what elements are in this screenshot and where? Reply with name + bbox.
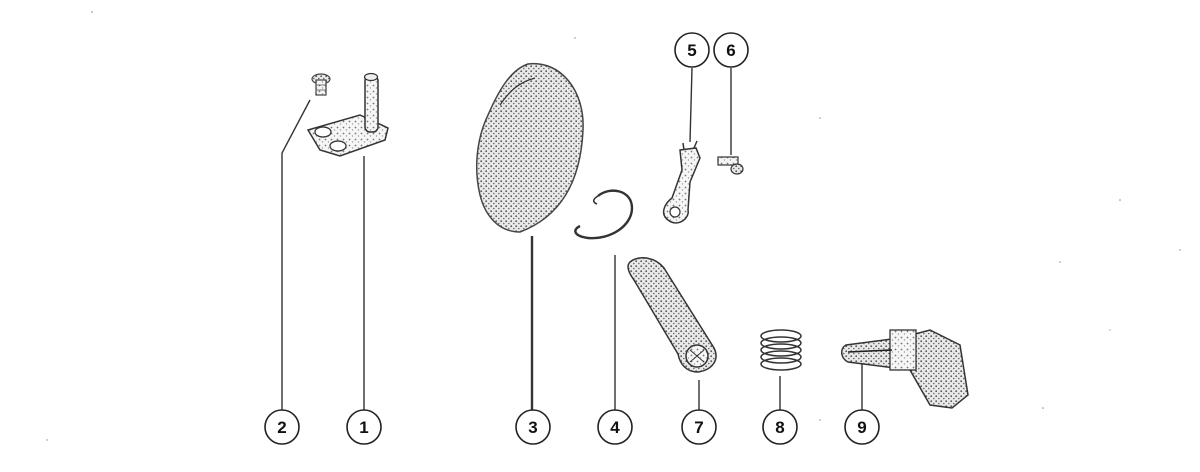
speckle-noise: [46, 11, 1181, 441]
callout-5: 5: [674, 32, 710, 68]
callout-group: 2 1 3 4 7 8 9 5 6: [264, 32, 880, 445]
part-2-screw: [311, 73, 331, 96]
callout-number: 4: [610, 418, 620, 437]
part-8-spring: [760, 329, 802, 371]
part-3-cover: [476, 62, 584, 233]
callout-circle: [762, 409, 798, 445]
part-4-clip: [574, 189, 634, 240]
callout-3: 3: [515, 409, 551, 445]
callout-number: 1: [359, 418, 368, 437]
callout-6: 6: [713, 32, 749, 68]
callout-2: 2: [264, 409, 300, 445]
callout-4: 4: [597, 409, 633, 445]
callout-circle: [681, 409, 717, 445]
callout-7: 7: [681, 409, 717, 445]
callout-number: 8: [775, 418, 784, 437]
leader-2: [281, 99, 311, 410]
part-9-clamp: [841, 329, 969, 409]
part-1-bracket-with-pin: [306, 72, 389, 157]
callout-circle: [346, 409, 382, 445]
callout-number: 7: [694, 418, 703, 437]
callout-number: 5: [687, 41, 696, 60]
callout-circle: [674, 32, 710, 68]
part-7-shaft: [627, 256, 717, 373]
callout-number: 9: [857, 418, 866, 437]
part-5-lever: [662, 140, 701, 224]
callout-number: 3: [528, 418, 537, 437]
callout-8: 8: [762, 409, 798, 445]
callout-number: 6: [726, 41, 735, 60]
callout-circle: [264, 409, 300, 445]
callout-circle: [515, 409, 551, 445]
callout-circle: [597, 409, 633, 445]
part-6-screw: [717, 156, 744, 175]
callout-9: 9: [844, 409, 880, 445]
callout-circle: [844, 409, 880, 445]
callout-number: 2: [277, 418, 286, 437]
callout-1: 1: [346, 409, 382, 445]
leader-lines: [281, 67, 863, 410]
leader-5: [689, 67, 693, 143]
callout-circle: [713, 32, 749, 68]
